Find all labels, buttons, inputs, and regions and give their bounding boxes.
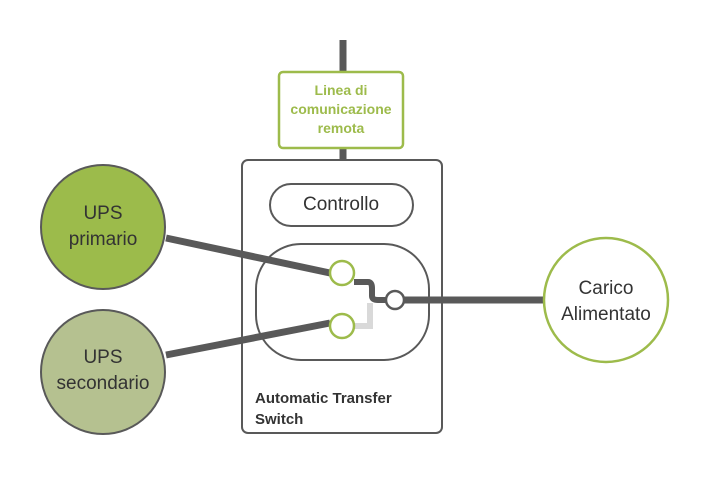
secondary-contact xyxy=(328,312,356,340)
ups-secondary-circle xyxy=(40,309,166,435)
load-label-1: Carico xyxy=(579,278,634,299)
remote-line-text-2: comunicazione xyxy=(290,101,391,117)
secondary-wire xyxy=(165,319,331,359)
control-pill xyxy=(269,183,414,227)
ups-secondary-label-2: secondario xyxy=(57,373,150,394)
load-label-2: Alimentato xyxy=(561,304,651,325)
ups-secondary-label-1: UPS xyxy=(83,347,122,368)
load-circle xyxy=(542,236,670,364)
ups-primary-label-1: UPS xyxy=(83,203,122,224)
primary-wire xyxy=(165,234,331,277)
control-label: Controllo xyxy=(303,194,379,215)
active-switch-link xyxy=(354,279,386,303)
ups-primary-label-2: primario xyxy=(69,229,138,250)
inactive-switch-link xyxy=(352,303,373,329)
ats-label-2: Switch xyxy=(255,411,303,428)
remote-line-text-3: remota xyxy=(318,120,365,136)
remote-line-text-1: Linea di xyxy=(315,82,368,98)
primary-contact xyxy=(328,259,356,287)
remote-line-box xyxy=(277,70,405,150)
common-contact xyxy=(384,289,406,311)
ats-label-1: Automatic Transfer xyxy=(255,390,392,407)
ups-primary-circle xyxy=(40,164,166,290)
